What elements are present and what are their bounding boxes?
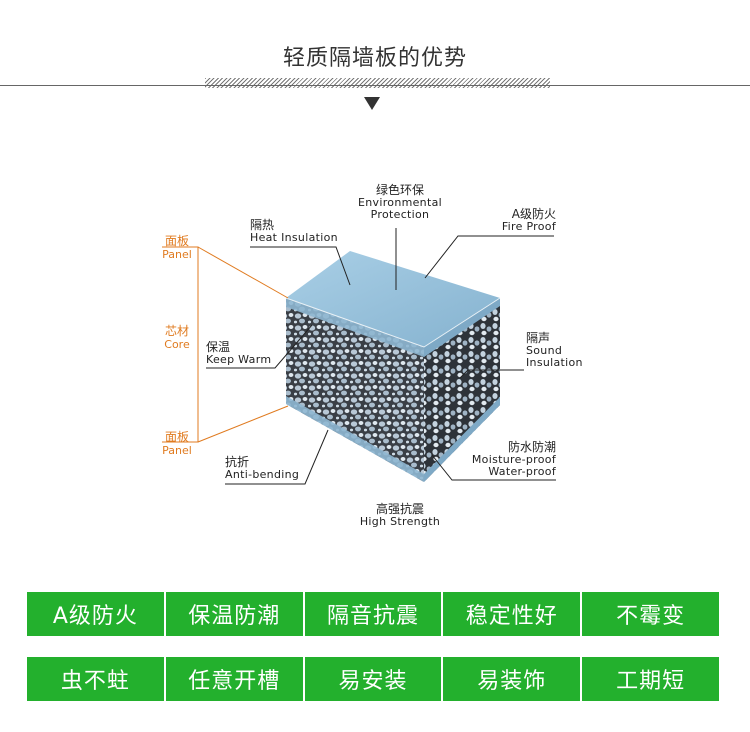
feature-tile: 工期短 bbox=[582, 657, 719, 701]
feature-tile: A级防火 bbox=[27, 592, 164, 636]
feature-tile: 虫不蛀 bbox=[27, 657, 164, 701]
label-environmental: 绿色环保 Environmental Protection bbox=[358, 183, 442, 221]
down-triangle-icon bbox=[364, 97, 380, 110]
feature-tile: 易装饰 bbox=[443, 657, 581, 701]
label-anti-bending: 抗折 Anti-bending bbox=[225, 455, 300, 481]
page-title: 轻质隔墙板的优势 bbox=[282, 46, 467, 71]
label-high-strength: 高强抗震 High Strength bbox=[359, 502, 441, 528]
title-divider bbox=[0, 85, 750, 86]
label-heat-insulation: 隔热 Heat Insulation bbox=[250, 218, 338, 244]
feature-row-1: A级防火 保温防潮 隔音抗震 稳定性好 不霉变 bbox=[27, 592, 719, 636]
layer-label-panel-bottom: 面板 Panel bbox=[162, 430, 192, 457]
cube-top-face bbox=[286, 251, 500, 347]
feature-tile: 隔音抗震 bbox=[304, 592, 442, 636]
label-sound-insulation: 隔声 Sound Insulation bbox=[526, 331, 583, 369]
feature-tile: 不霉变 bbox=[582, 592, 719, 636]
feature-row-2: 虫不蛀 任意开槽 易安装 易装饰 工期短 bbox=[27, 657, 719, 701]
layer-label-core: 芯材 Core bbox=[164, 324, 190, 351]
feature-tile: 保温防潮 bbox=[165, 592, 303, 636]
feature-tile: 稳定性好 bbox=[443, 592, 581, 636]
layer-label-panel-top: 面板 Panel bbox=[162, 234, 192, 261]
feature-tile: 任意开槽 bbox=[165, 657, 303, 701]
label-fire-proof: A级防火 Fire Proof bbox=[501, 207, 556, 233]
label-moisture-proof: 防水防潮 Moisture-proof Water-proof bbox=[471, 440, 556, 478]
feature-tile: 易安装 bbox=[304, 657, 442, 701]
label-keep-warm: 保温 Keep Warm bbox=[206, 340, 272, 366]
title-hatch-decoration bbox=[205, 78, 550, 88]
